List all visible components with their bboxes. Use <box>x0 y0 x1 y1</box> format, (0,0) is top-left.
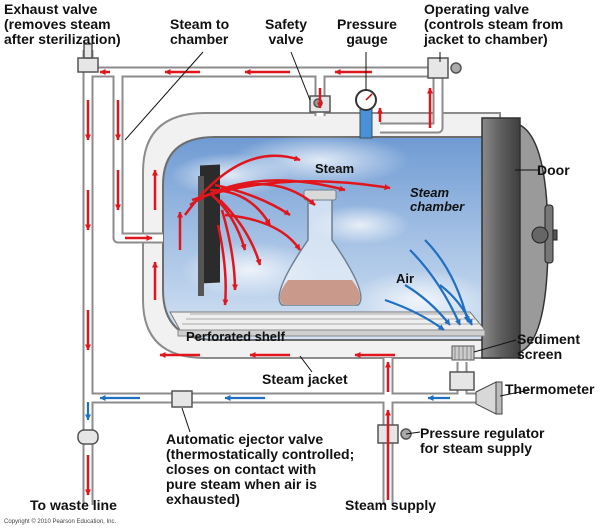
label-steam-supply: Steam supply <box>345 497 437 513</box>
label-air: Air <box>396 271 415 286</box>
label-sediment-screen: Sediment screen <box>517 331 581 362</box>
label-door: Door <box>537 162 570 178</box>
thermometer-icon <box>475 381 503 415</box>
label-perforated-shelf: Perforated shelf <box>186 329 285 344</box>
label-operating-valve: Operating valve (controls steam from jac… <box>424 1 564 47</box>
leader-lines <box>124 51 538 435</box>
steam-arrows <box>85 69 433 500</box>
label-safety-valve: Safety valve <box>264 16 308 47</box>
label-to-waste-line: To waste line <box>30 497 117 513</box>
label-steam-chamber: Steam chamber <box>410 185 465 214</box>
valve-icon <box>77 43 475 445</box>
label-automatic-ejector-valve: Automatic ejector valve (thermostaticall… <box>166 431 355 507</box>
pressure-gauge-icon <box>355 89 377 139</box>
label-steam-jacket: Steam jacket <box>262 371 348 387</box>
copyright-notice: Copyright © 2010 Pearson Education, Inc. <box>4 519 117 525</box>
door <box>481 117 558 359</box>
label-steam: Steam <box>315 161 355 176</box>
air-arrows <box>85 239 473 421</box>
label-thermometer: Thermometer <box>505 381 595 397</box>
perforated-shelf-graphic <box>169 311 487 337</box>
flask-icon <box>278 189 362 306</box>
label-steam-to-chamber: Steam to chamber <box>170 16 230 47</box>
label-pressure-gauge: Pressure gauge <box>337 16 397 47</box>
label-pressure-regulator: Pressure regulator for steam supply <box>420 425 545 456</box>
label-exhaust-valve: Exhaust valve (removes steam after steri… <box>4 1 121 47</box>
